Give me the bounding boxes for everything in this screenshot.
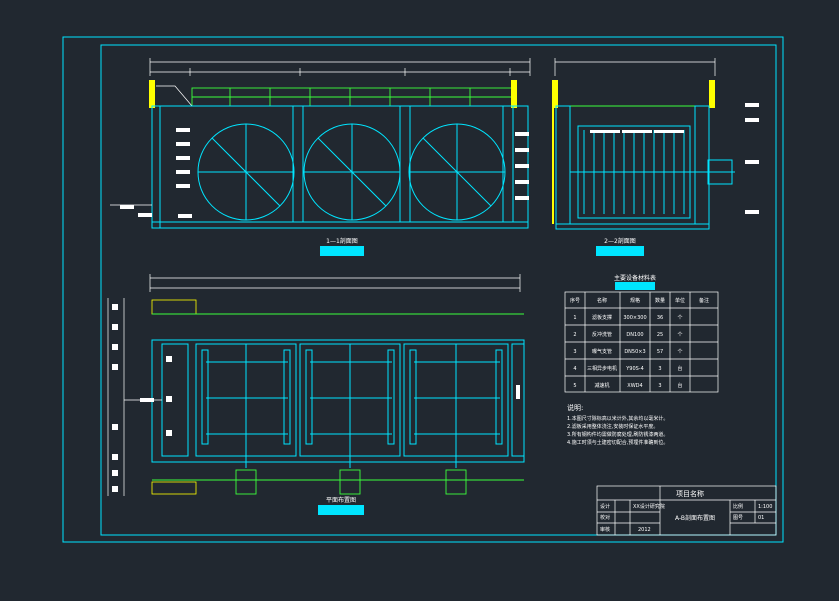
table-cell: 曝气支管 xyxy=(592,348,612,355)
table-cell: 三相异步电机 xyxy=(587,365,617,372)
plan-label: 平面布置图 xyxy=(326,496,356,504)
note-line: 4.施工时须与土建密切配合,预埋件准确到位。 xyxy=(567,439,668,446)
table-cell: 5 xyxy=(573,383,576,389)
table-cell: 滤板支撑 xyxy=(592,314,612,321)
notes-block: 说明: 1.本图尺寸除标高以米计外,其余均以毫米计。 2.滤板采用整体浇注,安装… xyxy=(567,403,668,446)
checker-label: 校对 xyxy=(600,514,610,521)
company-name: XX设计研究院 xyxy=(633,503,665,510)
inner-frame xyxy=(100,44,777,536)
table-cell: 台 xyxy=(677,365,682,372)
table-cell: Y90S-4 xyxy=(625,366,644,372)
table-cell: 3 xyxy=(658,383,661,389)
table-header: 备注 xyxy=(699,297,709,304)
table-cell: 个 xyxy=(677,315,682,321)
section-a-view: 1—1剖面图 xyxy=(110,58,531,256)
table-cell: 台 xyxy=(677,382,682,389)
section-b-view: 2—2剖面图 xyxy=(552,58,759,256)
table-cell: 1 xyxy=(573,315,576,321)
drawing-title: A-B剖面布置图 xyxy=(675,514,715,522)
date-value: 2012 xyxy=(638,527,651,533)
scale-label: 比例 xyxy=(733,503,743,510)
notes-heading: 说明: xyxy=(567,403,583,412)
table-header: 规格 xyxy=(630,297,640,304)
table-cell: 4 xyxy=(573,366,576,372)
outer-frame xyxy=(62,36,784,543)
material-table-title: 主要设备材料表 xyxy=(614,274,656,282)
designer-label: 设计 xyxy=(600,503,610,510)
table-cell: 个 xyxy=(677,332,682,338)
section-a-label: 1—1剖面图 xyxy=(326,237,358,245)
table-cell: DN50×3 xyxy=(624,349,645,355)
table-cell: 3 xyxy=(658,366,661,372)
scale-value: 1:100 xyxy=(758,504,772,510)
note-line: 3.所有钢构件均需做防腐处理,刷防锈漆两道。 xyxy=(567,431,668,438)
table-cell: 36 xyxy=(657,315,663,321)
table-cell: 减速机 xyxy=(594,382,609,389)
table-cell: 反冲洗管 xyxy=(592,331,612,338)
table-cell: 2 xyxy=(573,332,576,338)
material-table: 主要设备材料表 序号 名称 规格 数量 单位 备注 1 滤板支撑 300×300… xyxy=(564,274,719,393)
note-line: 2.滤板采用整体浇注,安装时保证水平度。 xyxy=(567,423,658,430)
table-cell: XWD4 xyxy=(627,383,642,389)
approver-label: 审核 xyxy=(600,526,610,533)
sheet-value: 01 xyxy=(758,515,764,521)
table-header: 数量 xyxy=(655,297,665,304)
table-header: 序号 xyxy=(570,297,580,304)
table-cell: 57 xyxy=(657,349,663,355)
table-header: 名称 xyxy=(597,297,607,304)
title-block: 项目名称 A-B剖面布置图 设计 校对 审核 XX设计研究院 2012 比例 1… xyxy=(596,485,777,536)
section-b-label: 2—2剖面图 xyxy=(604,237,636,245)
table-header: 单位 xyxy=(675,297,685,304)
table-cell: DN100 xyxy=(626,332,643,338)
sheet-label: 图号 xyxy=(733,515,743,521)
plan-view: 平面布置图 xyxy=(107,274,525,515)
table-cell: 300×300 xyxy=(623,315,646,321)
table-cell: 25 xyxy=(657,332,663,338)
table-cell: 3 xyxy=(573,349,576,355)
table-cell: 个 xyxy=(677,349,682,355)
project-name-label: 项目名称 xyxy=(676,489,704,498)
note-line: 1.本图尺寸除标高以米计外,其余均以毫米计。 xyxy=(567,415,668,422)
